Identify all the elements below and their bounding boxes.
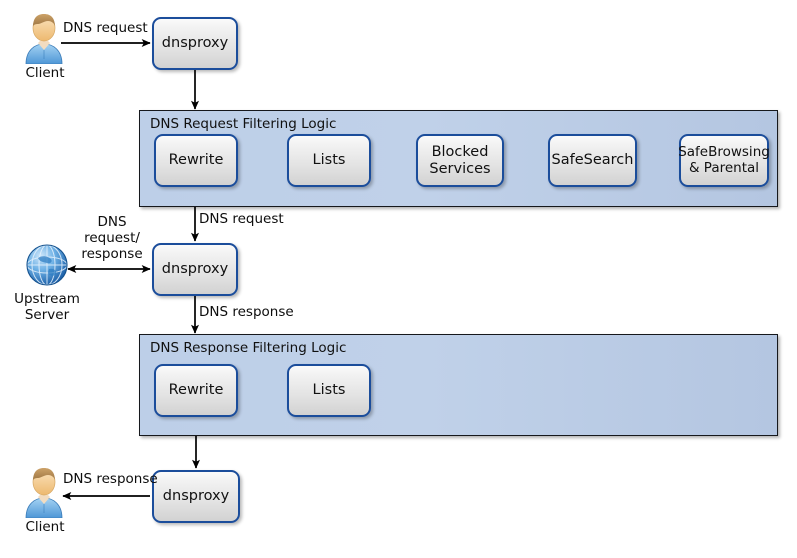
node-rewrite-response[interactable]: Rewrite	[154, 364, 238, 417]
group-response-filtering: DNS Response Filtering Logic	[139, 334, 778, 436]
edge-label-client-response: DNS response	[63, 471, 158, 487]
person-icon	[22, 12, 66, 65]
edge-label-proxy-request: DNS request	[199, 211, 284, 227]
edge-label-upstream-request-response: DNS request/ response	[81, 214, 143, 262]
node-lists-request[interactable]: Lists	[287, 134, 371, 187]
node-lists-response[interactable]: Lists	[287, 364, 371, 417]
group-title-response-filtering: DNS Response Filtering Logic	[150, 340, 347, 356]
node-safesearch[interactable]: SafeSearch	[548, 134, 637, 187]
node-safebrowsing-parental[interactable]: SafeBrowsing & Parental	[678, 134, 770, 187]
node-dnsproxy-bottom[interactable]: dnsproxy	[152, 470, 240, 523]
globe-icon	[22, 240, 72, 290]
edge-label-client-request: DNS request	[63, 20, 148, 36]
node-dnsproxy-middle[interactable]: dnsproxy	[152, 243, 238, 296]
node-blocked-services[interactable]: Blocked Services	[416, 134, 504, 187]
edge-label-proxy-response: DNS response	[199, 304, 294, 320]
caption-client-bottom: Client	[25, 519, 65, 535]
node-dnsproxy-top[interactable]: dnsproxy	[152, 17, 238, 70]
caption-client-top: Client	[25, 65, 65, 81]
caption-upstream-server: Upstream Server	[14, 291, 80, 323]
person-icon	[22, 466, 66, 519]
group-title-request-filtering: DNS Request Filtering Logic	[150, 116, 337, 132]
node-rewrite-request[interactable]: Rewrite	[154, 134, 238, 187]
